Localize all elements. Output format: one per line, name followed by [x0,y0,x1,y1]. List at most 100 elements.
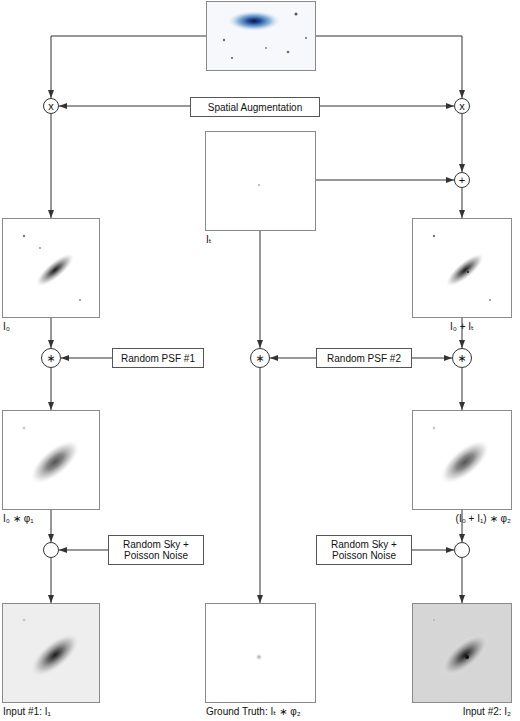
image-caption: Iₜ [206,234,212,246]
operator-circle: ∗ [250,348,270,368]
image-panel: I₀ + Iₜ [412,218,512,318]
star [295,13,298,16]
galaxy [228,11,280,31]
image-background [2,603,100,703]
flow-arrow [51,36,206,98]
flow-arrow [51,114,52,218]
operator-circle: x [43,98,59,114]
image-panel: Iₜ [205,131,316,231]
noisy-galaxy [434,626,497,684]
image-caption: Input #2: I₂ [463,706,511,718]
flow-arrow [462,510,463,542]
box-label: Spatial Augmentation [208,102,303,113]
blurred-star [432,426,437,431]
box-label: Random Sky + Poisson Noise [112,539,200,561]
process-box: Spatial Augmentation [190,97,320,117]
blurred-galaxy [24,433,87,491]
flow-arrow [61,358,112,359]
image-caption: (I₀ + I₁) ∗ φ₂ [456,513,511,525]
star [265,47,267,49]
image-caption: I₀ ∗ φ₁ [3,513,34,525]
image-panel: Input #2: I₂ [412,603,512,703]
process-box: Random Sky + Poisson Noise [316,535,412,565]
image-background [412,218,512,318]
image-background [412,410,512,510]
process-box: Random PSF #2 [316,348,412,368]
augmented-image-left [2,218,100,318]
star [489,299,491,301]
flow-arrow [59,106,190,107]
image-caption: Ground Truth: Iₜ ∗ φ₂ [206,706,301,718]
image-caption: I₀ + Iₜ [450,321,474,333]
flow-arrow [260,368,261,603]
flow-arrow [260,231,261,348]
operator-symbol: ∗ [255,353,264,364]
flow-arrow [462,318,463,348]
process-box: Random PSF #1 [112,348,204,368]
blurred-galaxy [434,433,497,491]
star [305,37,307,39]
galaxy [441,248,488,291]
operator-symbol: x [459,101,465,112]
input-image-right [412,603,512,703]
blurred-transient [255,653,263,661]
convolved-image-right [412,410,512,510]
flow-arrow [462,114,463,172]
box-label: Random Sky + Poisson Noise [320,539,408,561]
flow-arrow [51,368,52,410]
image-background [206,1,316,71]
convolved-image-left [2,410,100,510]
image-caption: I₀ [3,321,10,333]
operator-circle: ∗ [452,348,472,368]
star [433,235,435,237]
image-background [205,131,316,231]
operator-circle: ∗ [41,348,61,368]
blurred-star [432,618,437,623]
image-background [2,410,100,510]
flow-arrow [462,188,463,218]
operator-circle: + [454,172,470,188]
image-caption: Input #1: I₁ [3,706,51,718]
process-box: Random Sky + Poisson Noise [108,535,204,565]
star [39,247,41,249]
image-panel [206,1,316,71]
operator-circle: x [454,98,470,114]
flow-arrow [462,368,463,410]
ground-truth-image [205,603,316,703]
augmented-image-right [412,218,512,318]
flow-arrow [412,358,452,359]
flow-arrow [320,106,454,107]
operator-symbol: + [459,175,465,186]
star [23,235,25,237]
image-panel: I₀ ∗ φ₁ [2,410,100,510]
star [79,299,81,301]
image-panel: Ground Truth: Iₜ ∗ φ₂ [205,603,316,703]
galaxy [31,248,78,291]
star [287,51,290,54]
image-background [2,218,100,318]
operator-symbol: ∗ [457,353,466,364]
transient-image [205,131,316,231]
flow-arrow [270,358,316,359]
box-label: Random PSF #2 [327,353,401,364]
noisy-galaxy [24,626,87,684]
flow-arrow [316,36,462,98]
flow-arrow [51,558,52,603]
flow-arrow [51,510,52,542]
image-background [412,603,512,703]
flow-arrow [316,180,454,181]
image-panel: (I₀ + I₁) ∗ φ₂ [412,410,512,510]
image-background [205,603,316,703]
transient-point [465,655,469,659]
flow-arrow [412,550,454,551]
operator-circle [43,542,59,558]
operator-symbol: ∗ [46,353,55,364]
image-panel: Input #1: I₁ [2,603,100,703]
transient-point [467,271,469,273]
flow-arrow [462,558,463,603]
flow-arrow [59,550,108,551]
flow-arrow [51,318,52,348]
transient-point [258,184,260,186]
input-image-left [2,603,100,703]
box-label: Random PSF #1 [121,353,195,364]
